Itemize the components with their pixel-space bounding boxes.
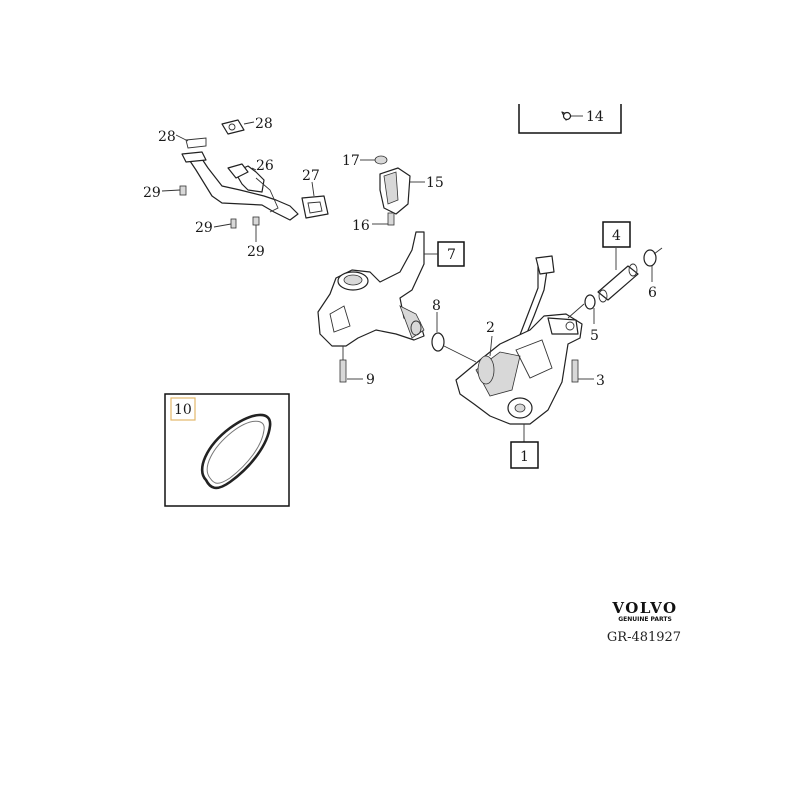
callout-9[interactable]: 9 [366,372,375,388]
callout-4-box [602,221,631,248]
callout-29-left[interactable]: 29 [143,185,161,201]
part-1-oil-pump: 2 3 1 [455,255,605,469]
callout-26[interactable]: 26 [256,158,274,174]
callout-1[interactable]: 1 [520,449,529,465]
brand-tagline: GENUINE PARTS [618,616,672,623]
bolt-icon [339,359,347,383]
callout-28-left[interactable]: 28 [158,129,176,145]
callout-8[interactable]: 8 [432,298,441,314]
callout-29-bottom[interactable]: 29 [247,244,265,260]
bolt-icon [571,359,579,383]
o-ring-8: 8 [431,298,477,363]
callout-14[interactable]: 14 [586,109,604,125]
brand-logo: VOLVO GENUINE PARTS [598,600,692,624]
diagram-reference-number: GR-481927 [606,630,682,645]
oil-pipe-assembly: 28 28 26 27 29 29 29 [143,116,329,260]
callout-28-top[interactable]: 28 [255,116,273,132]
callout-4[interactable]: 4 [612,228,621,244]
seal-6-icon [643,249,657,267]
callout-27[interactable]: 27 [302,168,320,184]
callout-2[interactable]: 2 [486,320,495,336]
nut-icon [374,155,388,165]
callout-3[interactable]: 3 [596,373,605,389]
callout-15[interactable]: 15 [426,175,444,191]
bracket-assembly: 17 15 16 [342,153,444,234]
callout-29-middle[interactable]: 29 [195,220,213,236]
seal-5-icon [584,294,596,310]
part-7-housing: 7 9 [317,231,465,388]
tube-and-seals: 4 5 6 [567,221,663,344]
callout-1-box [510,441,539,469]
part-10-box: 10 [164,393,290,507]
bolt-icon [387,212,395,226]
part-14-box: 14 [518,104,622,134]
callout-16[interactable]: 16 [352,218,370,234]
callout-17[interactable]: 17 [342,153,360,169]
callout-10-highlight [170,397,196,421]
bolt-icon [230,218,237,229]
brand-name: VOLVO [612,599,678,617]
callout-7[interactable]: 7 [447,247,456,263]
bolt-icon [252,216,260,226]
callout-5[interactable]: 5 [590,328,599,344]
callout-10[interactable]: 10 [174,402,192,418]
bolt-icon [179,185,187,196]
callout-6[interactable]: 6 [648,285,657,301]
drive-belt-icon [200,413,272,490]
